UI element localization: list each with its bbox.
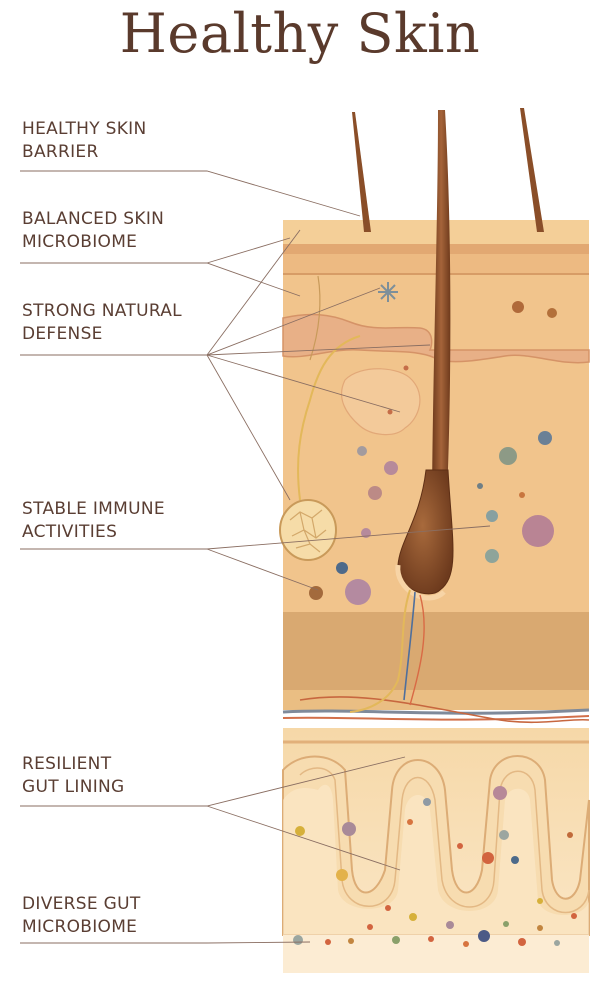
- sweat-gland: [279, 499, 337, 561]
- hair-shaft-center: [432, 110, 451, 520]
- subcutaneous-band: [283, 690, 589, 710]
- gut-lumen: [283, 784, 589, 935]
- hair-shaft-right: [520, 108, 544, 232]
- dermal-papilla-layer: [282, 313, 590, 364]
- hair-shaft-left: [352, 112, 371, 232]
- gut-cross-section: [282, 728, 590, 973]
- sebaceous-gland: [340, 368, 421, 436]
- blood-vessel-vein: [282, 708, 590, 715]
- hair-shafts: [352, 108, 544, 601]
- lower-dermis-band: [283, 612, 589, 690]
- diagram-title: Healthy Skin: [119, 2, 481, 65]
- immune-cells: [309, 301, 557, 605]
- blood-vessel-artery: [282, 715, 590, 721]
- skin-barrier-band: [283, 244, 589, 254]
- gut-microbes: [293, 786, 577, 947]
- hair-follicle-bulb: [397, 469, 454, 595]
- leader-lines: [20, 170, 491, 944]
- microbe-star-icon: [378, 282, 398, 302]
